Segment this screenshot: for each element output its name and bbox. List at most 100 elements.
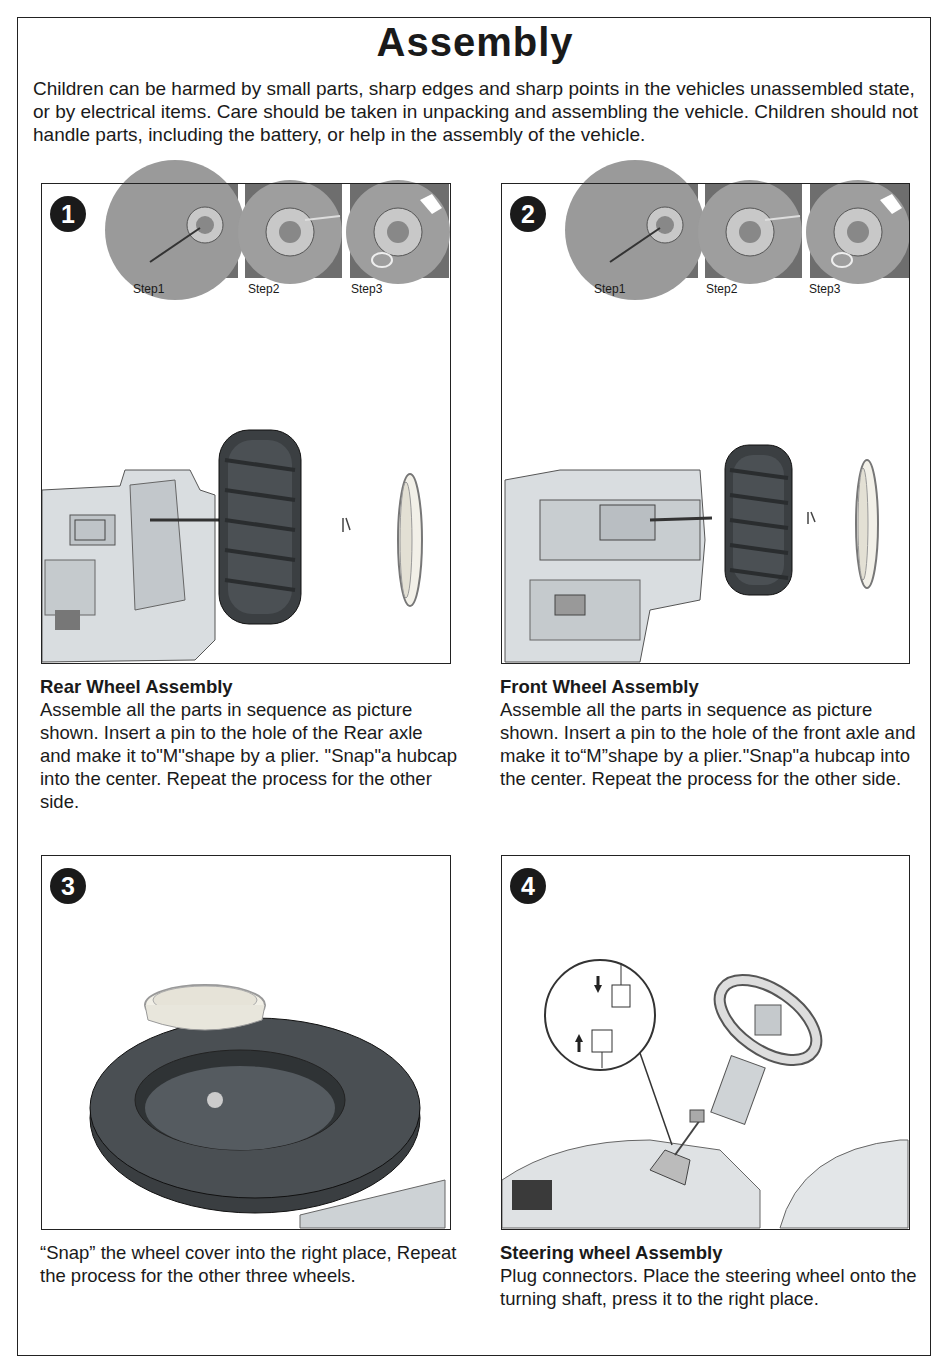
step-panel: Steering wheel AssemblyPlug connectors. … [501,855,910,1230]
step-label: Step1 [133,282,164,296]
drawing-part [726,208,774,256]
caption-body: “Snap” the wheel cover into the right pl… [40,1241,458,1287]
drawing-part [374,208,422,256]
drawing-part [656,216,674,234]
callout-number: 3 [50,868,86,904]
drawing-part [266,208,314,256]
drawing-part [555,595,585,615]
drawing-part [730,470,788,578]
drawing-part [880,194,902,214]
drawing-part [621,963,622,985]
panel-caption: Steering wheel AssemblyPlug connectors. … [500,1241,917,1310]
drawing-part [730,470,788,478]
drawing-part [602,1052,603,1068]
drawing-part [225,460,295,590]
drawing-part [512,1180,552,1210]
drawing-part [650,518,712,520]
drawing-part [545,960,655,1070]
drawing-part [90,1018,420,1198]
drawing-part [600,505,655,540]
drawing-part [806,180,910,284]
steering-illustration [502,960,908,1228]
drawing-part [225,520,295,530]
drawing-part [372,253,392,267]
drawing-part [597,976,600,987]
step-panel: Front Wheel AssemblyAssemble all the par… [501,183,910,664]
drawing-part [135,1050,345,1150]
step-label: Step1 [594,282,625,296]
drawing-part [807,512,809,524]
drawing-part [592,1030,612,1052]
drawing-part [42,470,215,662]
drawing-part [75,520,105,540]
drawing-part [150,228,200,262]
drawing-part [706,964,831,1076]
drawing-part [647,207,683,243]
step-label: Step3 [351,282,382,296]
step-label: Step2 [706,282,737,296]
callout-number: 1 [50,196,86,232]
drawing-part [196,216,214,234]
drawing-part [420,194,442,214]
drawing-part [690,1110,704,1122]
caption-heading: Rear Wheel Assembly [40,675,458,698]
drawing-part [832,253,852,267]
drawing-part [730,495,788,503]
drawing-part [105,160,245,300]
drawing-part [150,519,225,522]
drawing-part [187,207,223,243]
drawing-part [225,490,295,500]
drawing-part [811,512,815,522]
drawing-part [711,1056,765,1125]
drawing-part [856,460,878,588]
drawing-part [640,1053,672,1145]
drawing-part [207,1092,223,1108]
step-panel: “Snap” the wheel cover into the right pl… [41,855,451,1230]
drawing-part [578,1040,581,1052]
drawing-part [225,550,295,560]
caption-heading: Front Wheel Assembly [500,675,917,698]
callout-number: 2 [510,196,546,232]
drawing-part [706,964,831,1076]
drawing-part [219,430,301,624]
drawing-part [858,468,868,580]
step-label: Step3 [809,282,840,296]
callout-number-text: 4 [521,872,535,900]
panel-caption: “Snap” the wheel cover into the right pl… [40,1241,458,1287]
drawing-part [279,221,301,243]
panel-caption: Rear Wheel AssemblyAssemble all the part… [40,675,458,813]
drawing-part [698,180,802,284]
drawing-part [145,1066,335,1150]
drawing-part [847,221,869,243]
caption-heading: Steering wheel Assembly [500,1241,917,1264]
drawing-part [346,180,450,284]
drawing-part [739,221,761,243]
drawing-part [730,520,788,528]
caption-body: Assemble all the parts in sequence as pi… [500,698,917,790]
drawing-part [730,545,788,553]
drawing-part [305,216,340,220]
callout-number-text: 1 [61,200,75,228]
drawing-part [540,500,700,560]
drawing-part [145,1005,265,1030]
callout-number-text: 3 [61,872,75,900]
caption-body: Plug connectors. Place the steering whee… [500,1264,917,1310]
callout-number: 4 [510,868,546,904]
drawing-part [730,570,788,578]
front-wheel-illustration [505,445,878,662]
step-photos [565,160,910,300]
page-title: Assembly [0,20,950,65]
drawing-part [834,208,882,256]
drawing-part [650,1150,690,1185]
drawing-part [387,221,409,243]
drawing-part [225,580,295,590]
rear-wheel-illustration [42,430,422,662]
drawing-part [502,1140,760,1228]
step-panel: Rear Wheel AssemblyAssemble all the part… [41,183,451,664]
callout-number-text: 2 [521,200,535,228]
drawing-part [675,1120,700,1155]
step-label: Step2 [248,282,279,296]
drawing-part [725,445,792,595]
drawing-part [398,474,422,606]
